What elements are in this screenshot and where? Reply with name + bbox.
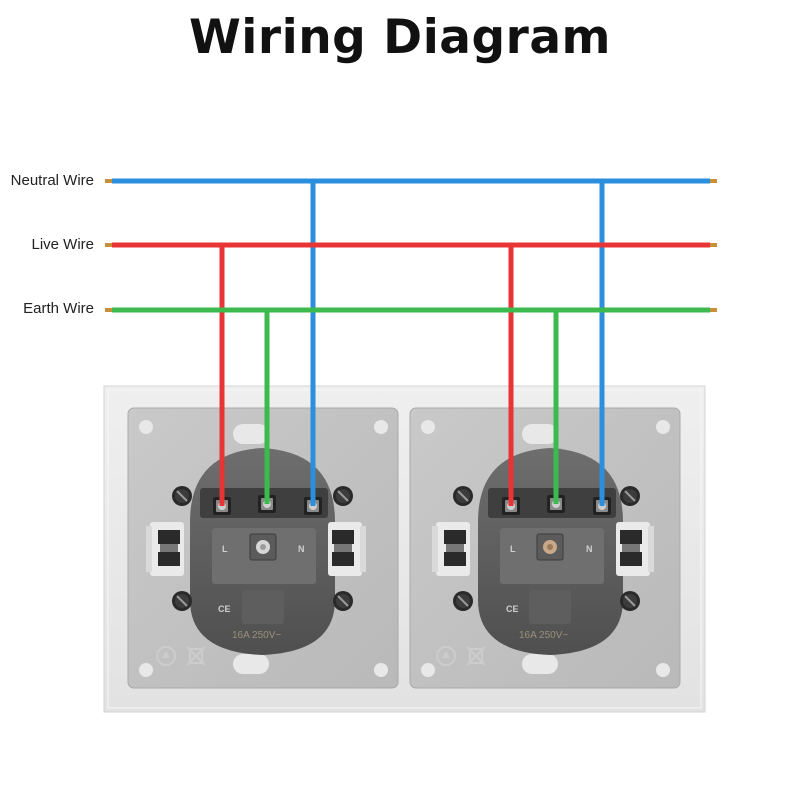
- screw-icon: [452, 485, 474, 507]
- screw-icon: [332, 485, 354, 507]
- mount-slot-top: [522, 424, 558, 444]
- clamp-left-a: [146, 522, 184, 576]
- wire-layer: [105, 178, 717, 506]
- ce-mark-right: CE: [506, 604, 519, 614]
- wire-tip: [105, 308, 112, 312]
- wire-tip: [105, 243, 112, 247]
- screw-icon: [452, 590, 474, 612]
- earth-wire-label: Earth Wire: [23, 300, 94, 317]
- neutral-wire-label: Neutral Wire: [10, 172, 94, 189]
- mount-slot-bottom: [522, 654, 558, 674]
- wire-tip: [710, 179, 717, 183]
- clamp-left-b: [328, 522, 366, 576]
- mount-slot-top: [233, 424, 269, 444]
- wire-tip: [710, 308, 717, 312]
- live-wire-label: Live Wire: [31, 236, 94, 253]
- recycle-icon: [436, 646, 456, 666]
- clamp-right-b: [616, 522, 654, 576]
- wire-tip: [710, 243, 717, 247]
- screw-icon: [171, 485, 193, 507]
- screw-icon: [332, 590, 354, 612]
- terminal-l-mark-right: L: [510, 544, 516, 554]
- diagram-title: Wiring Diagram: [188, 10, 612, 65]
- screw-icon: [171, 590, 193, 612]
- terminal-n-mark-left: N: [298, 544, 305, 554]
- rating-text-right: 16A 250V~: [519, 630, 568, 641]
- socket-body-left: L N CE 16A 250V~: [190, 448, 335, 655]
- ce-mark-left: CE: [218, 604, 231, 614]
- screw-icon: [619, 485, 641, 507]
- wire-tip: [105, 179, 112, 183]
- weee-bin-icon: [186, 646, 206, 666]
- recycle-icon: [156, 646, 176, 666]
- socket-module-right: L N CE 16A 250V~: [409, 407, 681, 689]
- weee-bin-icon: [466, 646, 486, 666]
- rating-text-left: 16A 250V~: [232, 630, 281, 641]
- screw-icon: [619, 590, 641, 612]
- terminal-n-mark-right: N: [586, 544, 593, 554]
- clamp-right-a: [432, 522, 470, 576]
- terminal-l-mark-left: L: [222, 544, 228, 554]
- socket-module-left: L N CE 16A 250V~: [127, 407, 399, 689]
- mount-slot-bottom: [233, 654, 269, 674]
